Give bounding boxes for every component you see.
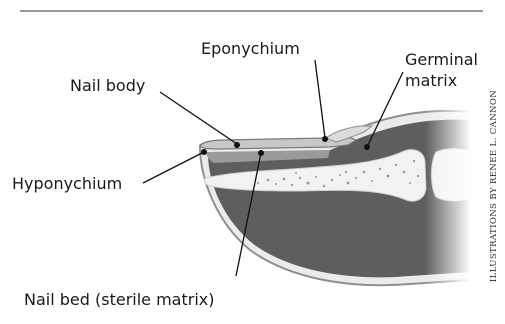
dot-nail-bed (258, 150, 264, 156)
label-nail-body: Nail body (70, 76, 145, 95)
illustration-credit: ILLUSTRATIONS BY RENEE L. CANNON (489, 90, 499, 282)
dot-eponychium (322, 136, 328, 142)
label-eponychium: Eponychium (201, 39, 300, 58)
label-germinal-matrix-line1: Germinal (405, 50, 478, 69)
label-nail-bed: Nail bed (sterile matrix) (24, 290, 214, 309)
dot-germinal-matrix (364, 144, 370, 150)
leader-nail-body (160, 92, 237, 144)
leader-eponychium (315, 60, 325, 138)
label-hyponychium: Hyponychium (12, 174, 122, 193)
leader-hyponychium (143, 152, 204, 183)
edge-fade (425, 100, 471, 295)
dot-nail-body (234, 142, 240, 148)
dot-hyponychium (201, 149, 207, 155)
label-germinal-matrix-line2: matrix (405, 71, 457, 90)
